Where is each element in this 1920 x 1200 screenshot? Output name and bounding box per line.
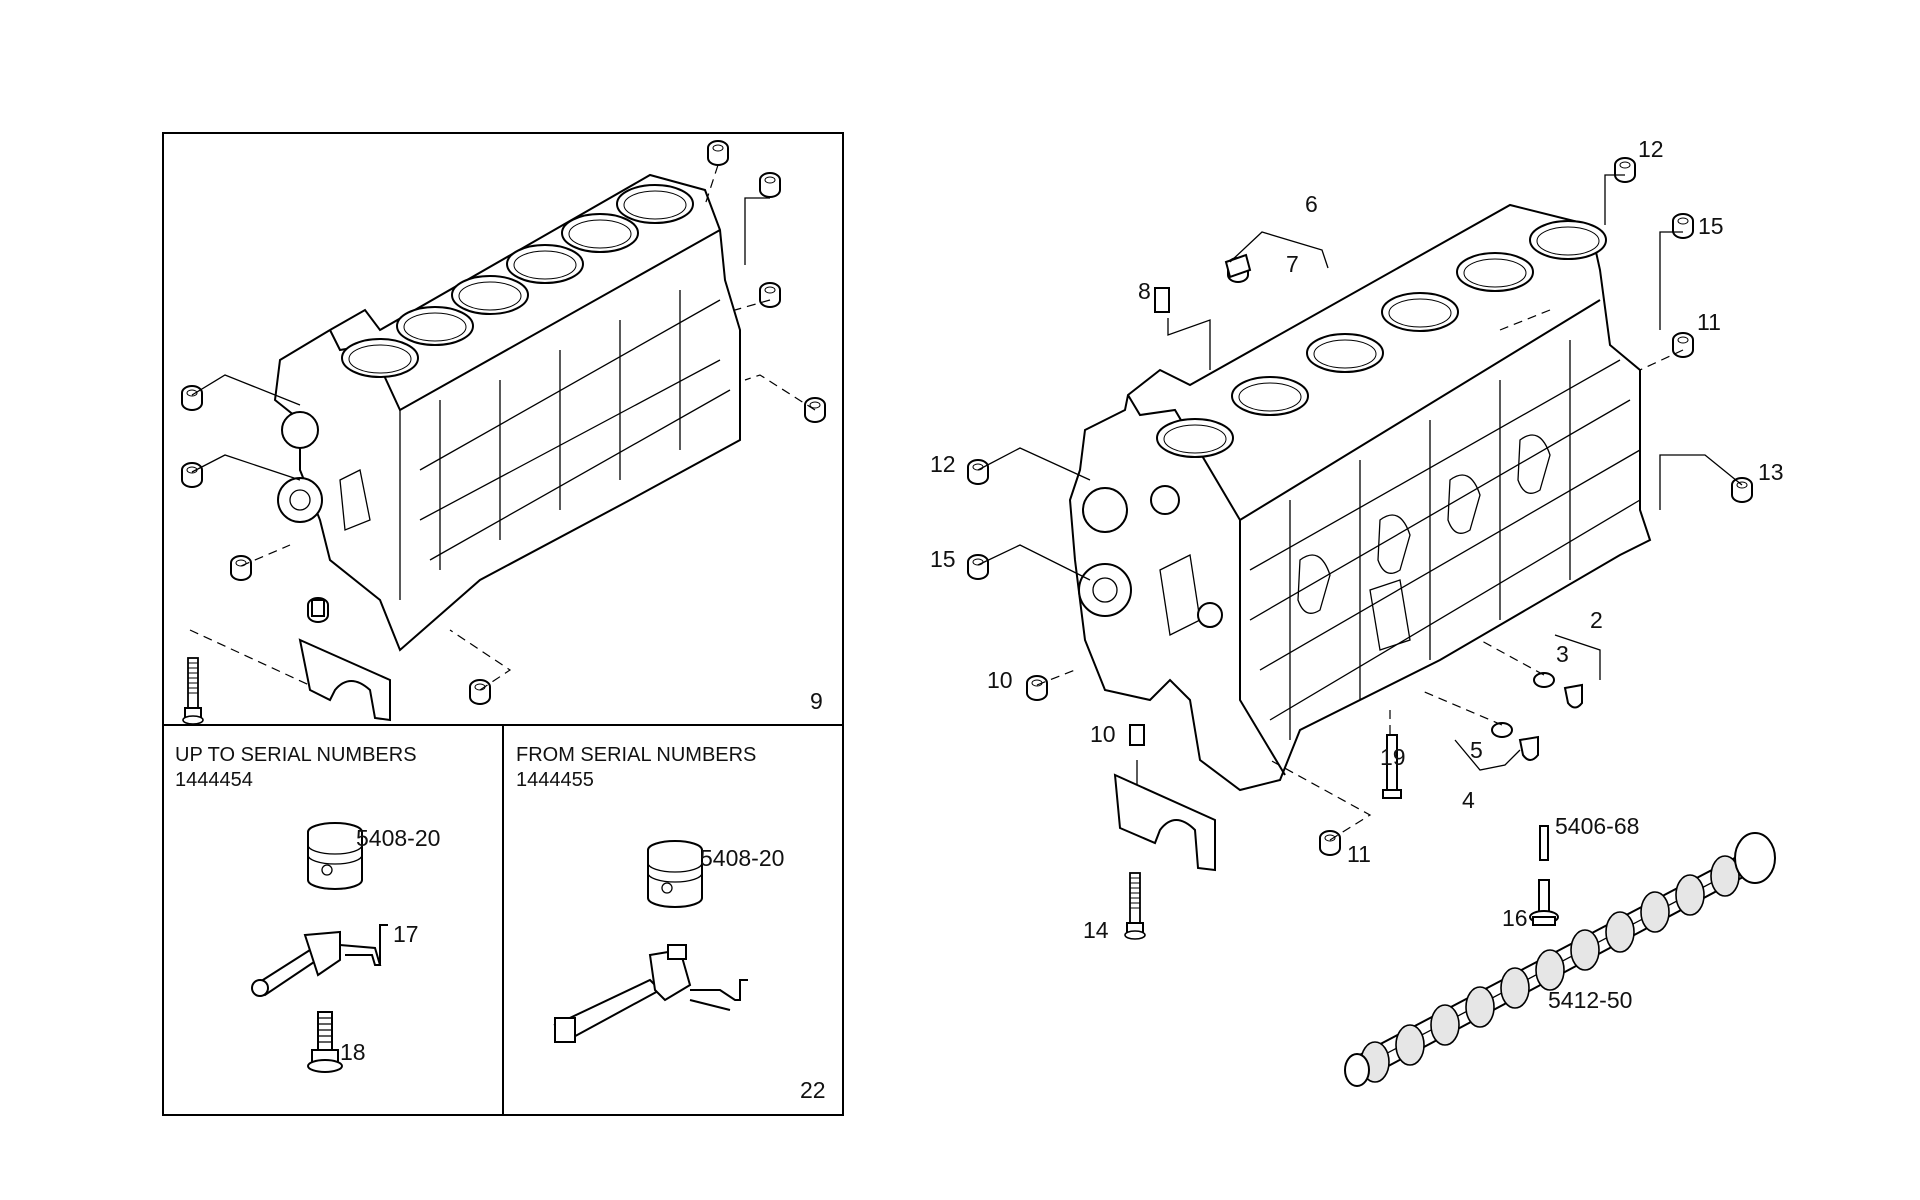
engine-block-small [273,173,741,652]
main-bearing-cap-small [182,599,391,725]
callout-12-left: 12 [930,451,956,477]
callout-3: 3 [1556,641,1569,667]
callout-15-left: 15 [930,546,956,572]
callout-4: 4 [1462,787,1475,813]
main-callouts: 12 15 11 13 6 7 8 12 15 10 10 2 3 5 4 19… [930,136,1784,1013]
up-to-serial-title: UP TO SERIAL NUMBERS [175,744,417,766]
panel-ref-22: 22 [800,1077,826,1103]
callout-10-left: 10 [987,667,1013,693]
oil-nozzle-icon-a [251,924,388,997]
main-bearing-bolt [1124,872,1146,940]
callout-2: 2 [1590,607,1603,633]
callout-11-lower: 11 [1347,841,1371,867]
callout-11-top: 11 [1697,309,1721,335]
callout-10-lower: 10 [1090,721,1116,747]
camshaft-bolt-16 [1529,879,1559,926]
callout-13: 13 [1758,459,1784,485]
callout-piston-b: 5408-20 [700,845,784,871]
callout-15-top: 15 [1698,213,1724,239]
callout-7: 7 [1286,251,1299,277]
long-bolt-19 [1382,734,1402,799]
callout-8: 8 [1138,278,1151,304]
main-bearing-cap [1113,773,1216,872]
callout-5412-50: 5412-50 [1548,987,1632,1013]
from-serial-number: 1444455 [516,769,594,791]
left-panel-frame [162,132,844,1116]
engine-block-main [1068,203,1652,792]
callout-5: 5 [1470,737,1483,763]
oil-nozzle-icon-b [553,944,748,1043]
callout-16: 16 [1502,905,1528,931]
callout-6: 6 [1305,191,1318,217]
camshaft-pin [1539,825,1549,861]
main-block-leader-lines [977,174,1743,841]
callout-12-top: 12 [1638,136,1664,162]
from-serial-title: FROM SERIAL NUMBERS [516,744,756,766]
callout-5406-68: 5406-68 [1555,813,1639,839]
callout-nozzle-a: 17 [393,921,419,947]
up-to-serial-number: 1444454 [175,769,253,791]
camshaft [1344,832,1776,1087]
piston-icon-b [647,840,703,908]
callout-bolt-a: 18 [340,1039,366,1065]
callout-19: 19 [1380,744,1406,770]
bolt-icon-a [307,1011,343,1073]
callout-piston-a: 5408-20 [356,825,440,851]
piston-icon-a [307,822,363,890]
panel-ref-9: 9 [810,688,823,714]
callout-14: 14 [1083,917,1109,943]
